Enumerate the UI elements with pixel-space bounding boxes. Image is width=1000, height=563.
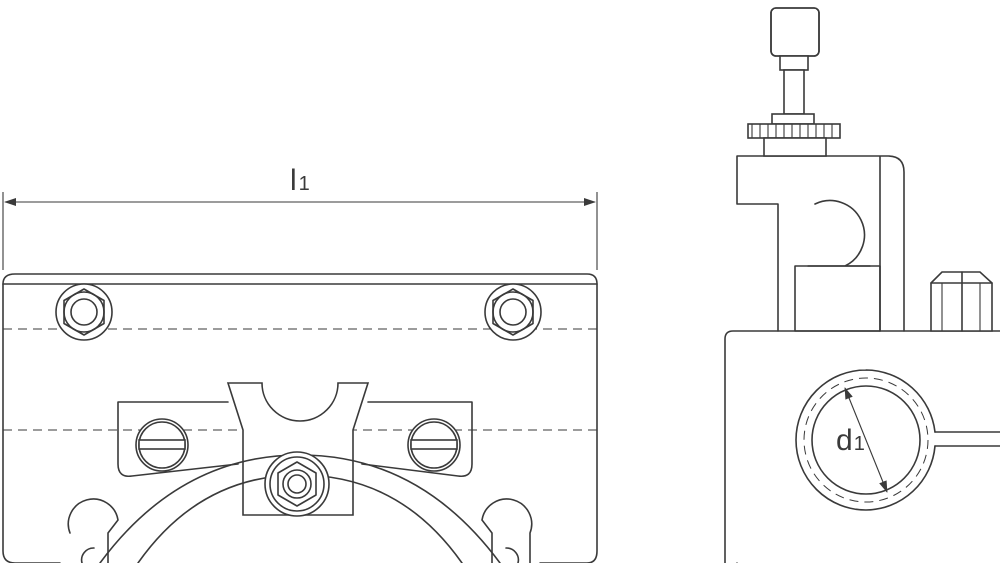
side-hex-bolt [930, 271, 993, 332]
clamp-plate [117, 401, 473, 478]
slotted-screw-right [407, 418, 461, 472]
left-slot [67, 498, 119, 563]
diameter-label: d1 [836, 424, 865, 457]
center-hex-nut [264, 451, 330, 517]
side-view: d1 [724, 7, 1000, 563]
split-slot [934, 431, 1000, 447]
side-body [724, 330, 1000, 563]
holder-body-outline [2, 273, 598, 563]
wedge-block [226, 382, 370, 516]
bore-circle [795, 369, 936, 511]
upright-arm [736, 155, 905, 332]
bore-hidden-circle [803, 377, 929, 503]
hex-screw-top-right [484, 283, 542, 341]
right-slot [481, 498, 533, 563]
diameter-line [844, 387, 888, 493]
slotted-screw-left [135, 418, 189, 472]
length-dimension [2, 192, 598, 270]
clamp-jaw [807, 199, 871, 267]
adjusting-screw [747, 7, 841, 157]
inner-block [794, 265, 881, 332]
hex-screw-top-left [55, 283, 113, 341]
